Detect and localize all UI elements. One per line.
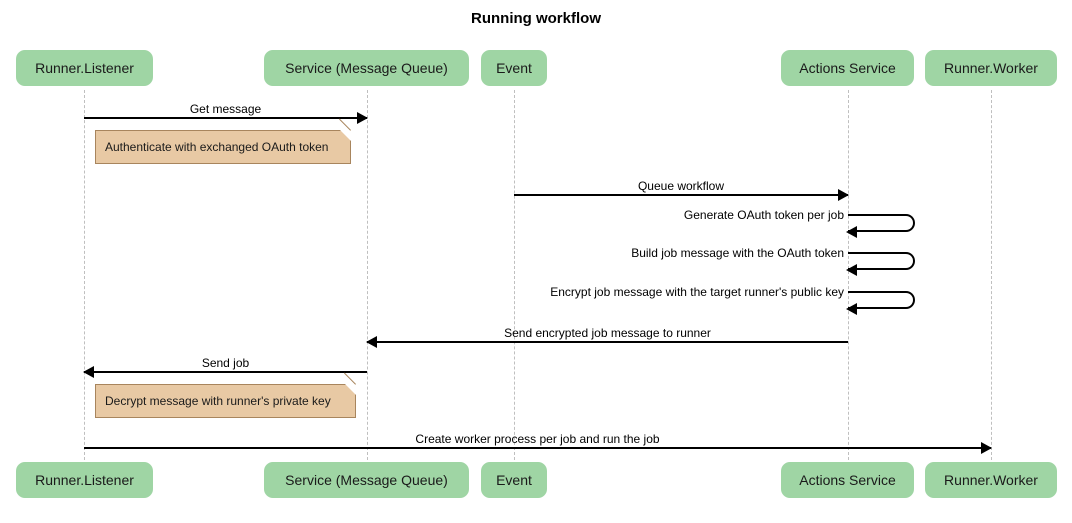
participant-service-queue-top[interactable]: Service (Message Queue) — [264, 50, 469, 86]
arrowhead-icon — [357, 112, 368, 124]
participant-event-bottom[interactable]: Event — [481, 462, 547, 498]
arrowhead-icon — [846, 303, 857, 315]
message-label-queue-workflow: Queue workflow — [637, 179, 725, 193]
arrowhead-icon — [846, 226, 857, 238]
message-label-send-encrypted-job-message: Send encrypted job message to runner — [504, 326, 711, 340]
self-message-loop-encrypt-job-message — [846, 291, 915, 315]
note-text: Authenticate with exchanged OAuth token — [105, 140, 329, 154]
lifeline-runner-worker — [991, 90, 992, 460]
page-title: Running workflow — [471, 10, 601, 27]
self-message-label-generate-oauth-token: Generate OAuth token per job — [683, 208, 844, 222]
note-decrypt-message-with-runners-private-key: Decrypt message with runner's private ke… — [95, 372, 356, 418]
arrowhead-icon — [366, 336, 377, 348]
participant-actions-service-top[interactable]: Actions Service — [781, 50, 914, 86]
message-arrow-get-message — [84, 112, 368, 124]
self-message-loop-generate-oauth-token — [846, 214, 915, 238]
message-arrow-send-encrypted-job-message — [366, 336, 848, 348]
note-authenticate-with-exchanged-oauth-token: Authenticate with exchanged OAuth token — [95, 118, 351, 164]
participant-runner-listener-bottom[interactable]: Runner.Listener — [16, 462, 153, 498]
self-message-label-encrypt-job-message: Encrypt job message with the target runn… — [550, 285, 844, 299]
message-arrow-create-worker-process — [84, 442, 992, 454]
note-fold-icon — [345, 384, 356, 395]
note-fold-icon — [340, 130, 351, 141]
note-fold-line-icon — [343, 372, 356, 385]
lifeline-event — [514, 90, 515, 460]
arrowhead-icon — [838, 189, 849, 201]
participant-label: Actions Service — [799, 60, 896, 76]
participant-label: Event — [496, 60, 532, 76]
participant-label: Runner.Worker — [944, 472, 1038, 488]
participant-runner-worker-top[interactable]: Runner.Worker — [925, 50, 1057, 86]
participant-label: Runner.Listener — [35, 472, 134, 488]
participant-event-top[interactable]: Event — [481, 50, 547, 86]
participant-label: Service (Message Queue) — [285, 472, 448, 488]
note-text: Decrypt message with runner's private ke… — [105, 394, 331, 408]
self-message-label-build-job-message: Build job message with the OAuth token — [631, 246, 844, 260]
participant-actions-service-bottom[interactable]: Actions Service — [781, 462, 914, 498]
participant-runner-worker-bottom[interactable]: Runner.Worker — [925, 462, 1057, 498]
note-fold-line-icon — [338, 118, 351, 131]
participant-service-queue-bottom[interactable]: Service (Message Queue) — [264, 462, 469, 498]
lifeline-runner-listener — [84, 90, 85, 460]
arrowhead-icon — [846, 264, 857, 276]
message-label-create-worker-process: Create worker process per job and run th… — [415, 432, 660, 446]
participant-label: Runner.Worker — [944, 60, 1038, 76]
message-label-get-message: Get message — [189, 102, 262, 116]
participant-label: Event — [496, 472, 532, 488]
message-arrow-send-job — [83, 366, 367, 378]
lifeline-service-queue — [367, 90, 368, 460]
participant-runner-listener-top[interactable]: Runner.Listener — [16, 50, 153, 86]
arrowhead-icon — [981, 442, 992, 454]
participant-label: Service (Message Queue) — [285, 60, 448, 76]
message-arrow-queue-workflow — [514, 189, 849, 201]
arrowhead-icon — [83, 366, 94, 378]
self-message-loop-build-job-message — [846, 252, 915, 276]
participant-label: Runner.Listener — [35, 60, 134, 76]
message-label-send-job: Send job — [201, 356, 250, 370]
participant-label: Actions Service — [799, 472, 896, 488]
